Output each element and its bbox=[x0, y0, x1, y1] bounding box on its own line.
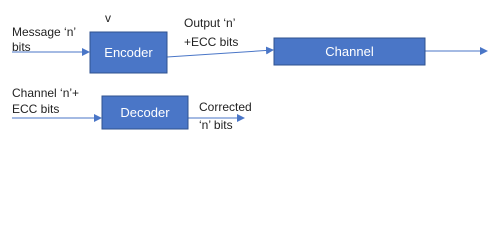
message-label-line1: Message ‘n’ bbox=[12, 25, 76, 39]
corrected-label-line1: Corrected bbox=[199, 100, 252, 114]
decoder-box bbox=[101, 95, 189, 130]
channel-label: Channel bbox=[325, 44, 374, 59]
diagram-canvas: Encoder Channel Decoder Message ‘n’ bits… bbox=[12, 11, 488, 132]
corrected-label-line2: ‘n’ bits bbox=[199, 118, 233, 132]
channel-block: Channel bbox=[273, 37, 426, 66]
output-label-line1: Output ‘n’ bbox=[184, 16, 235, 30]
channel-in-label-line2: ECC bits bbox=[12, 102, 59, 116]
encoder-block: Encoder bbox=[89, 31, 168, 74]
channel-box bbox=[273, 37, 426, 66]
encoder-label: Encoder bbox=[104, 45, 153, 60]
output-label-line2: +ECC bits bbox=[184, 35, 238, 49]
message-label-line2: bits bbox=[12, 40, 31, 54]
decoder-block: Decoder bbox=[101, 95, 189, 130]
channel-in-label-line1: Channel ‘n’+ bbox=[12, 86, 79, 100]
arrow-encoder-to-channel bbox=[166, 46, 274, 58]
decoder-label: Decoder bbox=[120, 105, 170, 120]
marker-v: v bbox=[105, 11, 111, 25]
encoder-box bbox=[89, 31, 168, 74]
